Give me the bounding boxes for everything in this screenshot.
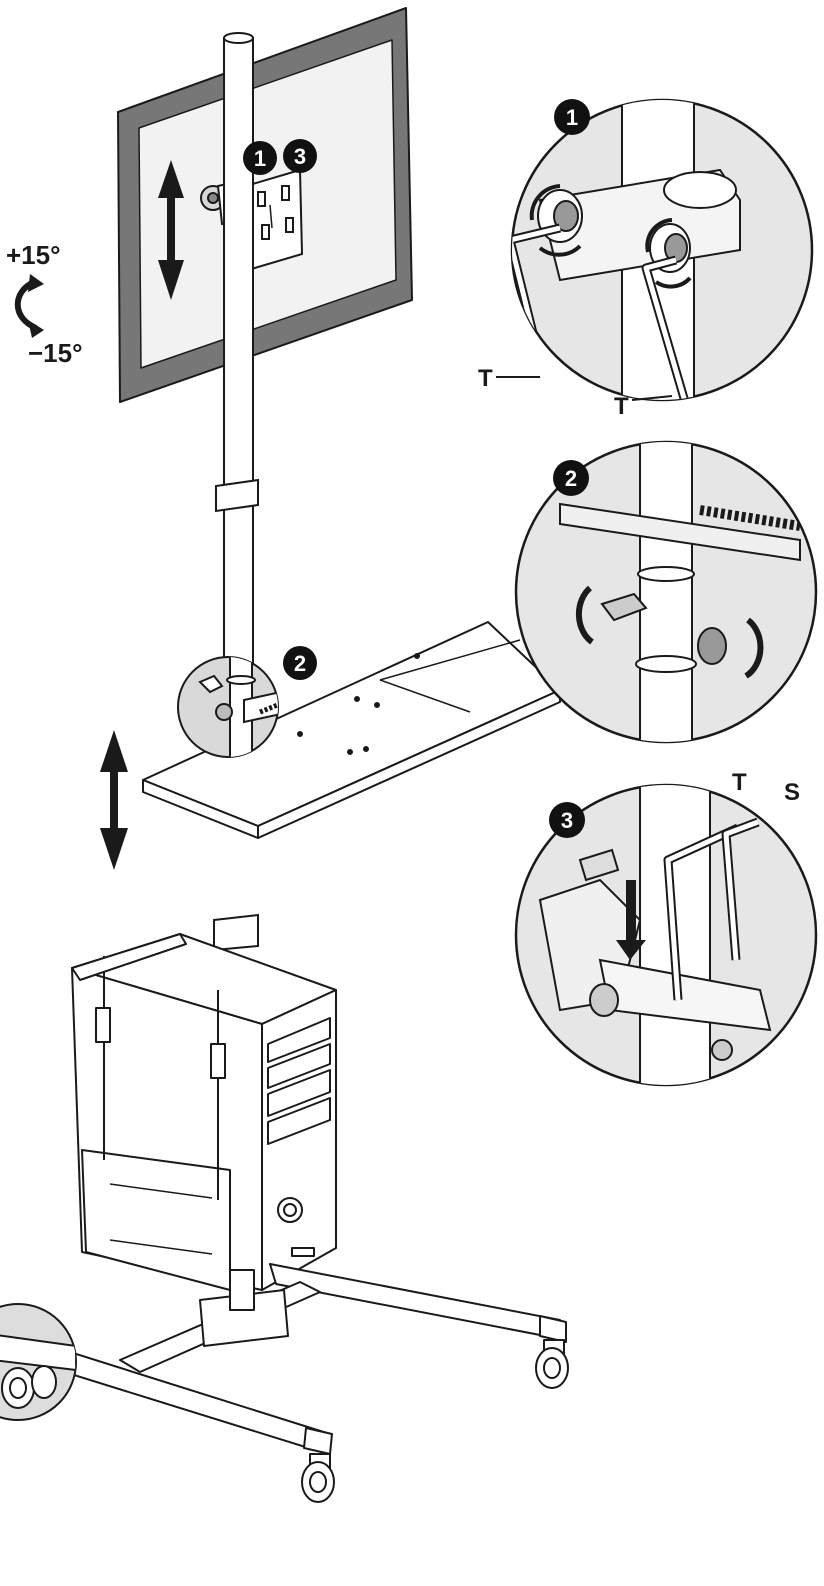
caster-front — [301, 1453, 335, 1503]
monitor-height-arrow — [158, 160, 184, 300]
shelf-callout-2-label: 2 — [294, 651, 306, 676]
detail3-tool-label-t: T — [732, 769, 747, 796]
detail3-callout: 3 — [549, 802, 585, 838]
detail2-callout-label: 2 — [565, 466, 577, 491]
detail1-tool-labels: T T — [478, 365, 673, 420]
detail3-tool-labels: T S — [732, 769, 800, 806]
shelf-height-arrow — [100, 730, 128, 870]
detail1-callout: 1 — [554, 99, 590, 135]
detail3-down-arrow — [616, 880, 646, 960]
caster-magnifier — [0, 1303, 77, 1421]
detail1-tool-label-left: T — [478, 365, 493, 392]
detail3-callout-label: 3 — [561, 808, 573, 833]
detail3-tool-label-s: S — [784, 779, 800, 806]
detail-circle-2 — [514, 440, 818, 744]
detail-circle-1 — [510, 98, 814, 402]
detail2-callout: 2 — [553, 460, 589, 496]
monitor-callout-3: 3 — [283, 139, 317, 173]
shelf-callout-2: 2 — [283, 646, 317, 680]
caster-right — [535, 1339, 569, 1389]
monitor-callout-3-label: 3 — [294, 144, 306, 169]
detail-circle-3 — [514, 783, 818, 1087]
shelf-clamp-magnifier — [177, 656, 279, 758]
rolling-base — [0, 1263, 569, 1503]
cpu-holder — [71, 933, 337, 1291]
monitor-callout-1: 1 — [243, 141, 277, 175]
tilt-indicator: +15° −15° — [6, 240, 83, 368]
keyboard-shelf — [142, 621, 561, 839]
tilt-plus-label: +15° — [6, 240, 61, 270]
detail1-tool-label-right: T — [614, 393, 629, 420]
monitor-callout-1-label: 1 — [254, 146, 266, 171]
detail1-callout-label: 1 — [566, 105, 578, 130]
tilt-minus-label: −15° — [28, 338, 83, 368]
